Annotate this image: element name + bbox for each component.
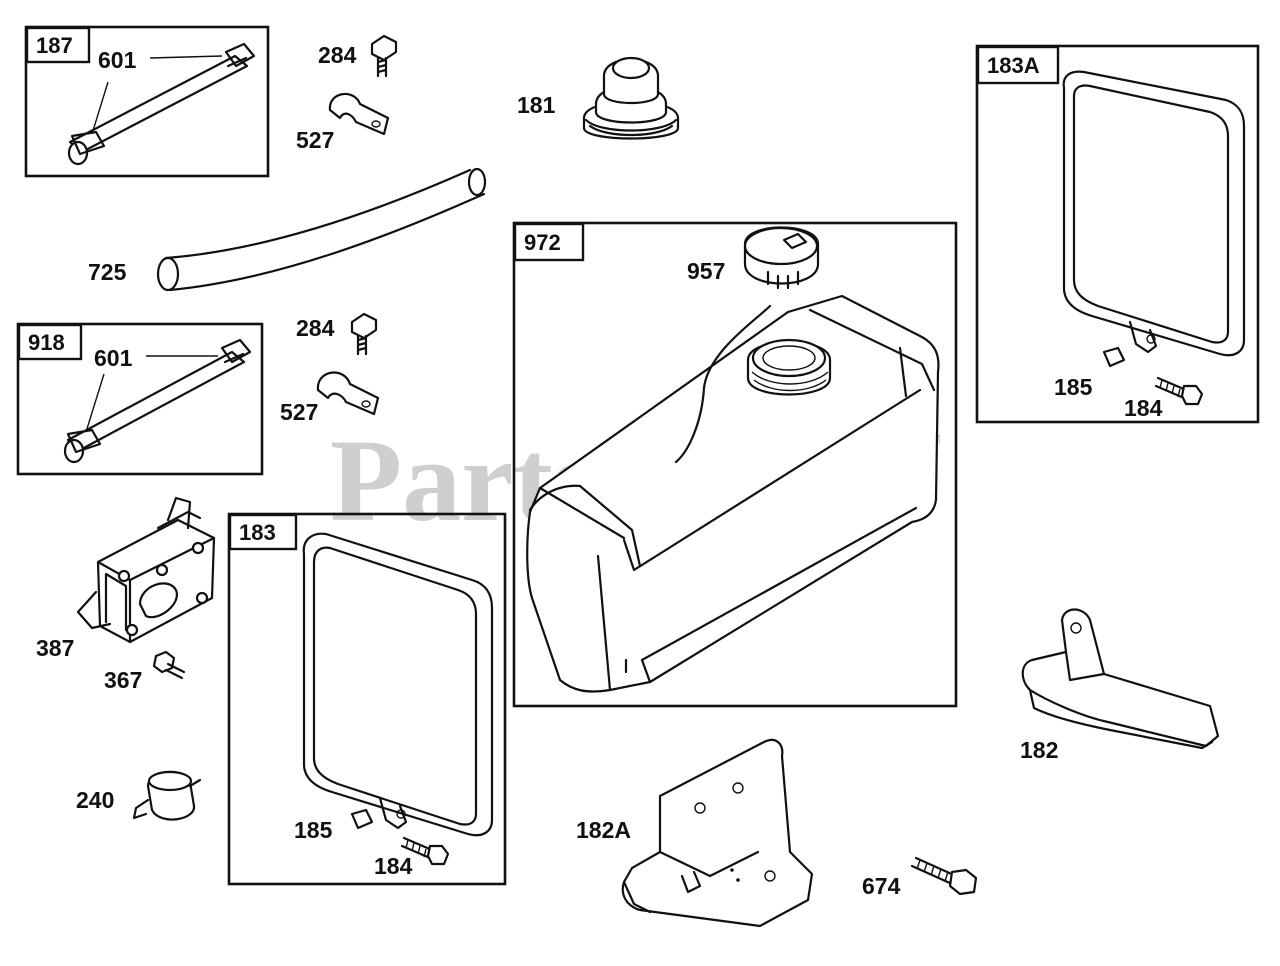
group-183-frame xyxy=(227,512,507,886)
fuel-filter-240[interactable] xyxy=(132,770,202,821)
callout-387: 387 xyxy=(36,635,74,661)
bolt-184-183A[interactable] xyxy=(1154,376,1204,406)
callout-725: 725 xyxy=(88,259,127,285)
callout-957: 957 xyxy=(687,258,725,284)
group-918-tag xyxy=(17,323,83,361)
group-183[interactable]: 183 185 184 xyxy=(227,512,507,886)
callout-185-183: 185 xyxy=(294,817,333,843)
fuel-tank[interactable] xyxy=(526,294,940,693)
screw-367[interactable] xyxy=(152,650,186,680)
callout-184-183: 184 xyxy=(374,853,413,879)
group-187-frame xyxy=(24,25,270,178)
callout-185-183A: 185 xyxy=(1054,374,1093,400)
group-187-label: 187 xyxy=(36,33,73,58)
group-972-tag xyxy=(513,222,585,262)
callout-674: 674 xyxy=(862,873,901,899)
group-972-frame xyxy=(512,221,958,708)
group-183A[interactable]: 183A 185 184 xyxy=(975,44,1260,424)
tank-strap-183A[interactable] xyxy=(1062,70,1246,357)
group-187[interactable]: 187 601 xyxy=(24,25,270,178)
bolt-674[interactable] xyxy=(910,856,978,896)
screw-284-top[interactable] xyxy=(370,34,398,78)
nut-185-183[interactable] xyxy=(350,808,374,830)
bracket-182[interactable] xyxy=(1021,608,1220,750)
nut-185-183A[interactable] xyxy=(1102,346,1126,368)
callout-240: 240 xyxy=(76,787,114,813)
group-183A-label: 183A xyxy=(987,53,1040,78)
fuel-line-assembly-187[interactable] xyxy=(67,42,256,166)
group-183A-frame xyxy=(975,44,1260,424)
callout-284-bottom: 284 xyxy=(296,315,335,341)
group-972[interactable]: 972 957 xyxy=(512,221,958,708)
group-183-label: 183 xyxy=(239,520,276,545)
group-918-frame xyxy=(16,322,264,476)
group-972-label: 972 xyxy=(524,230,561,255)
callout-601-bottom: 601 xyxy=(94,345,133,371)
callout-601-top: 601 xyxy=(98,47,137,73)
fuel-line-assembly-918[interactable] xyxy=(63,338,252,464)
callout-367: 367 xyxy=(104,667,142,693)
group-187-tag xyxy=(25,26,91,64)
screw-284-bottom[interactable] xyxy=(350,312,378,356)
callout-527-top: 527 xyxy=(296,127,334,153)
callout-284-top: 284 xyxy=(318,42,357,68)
group-918[interactable]: 918 601 xyxy=(16,322,264,476)
tank-strap-183[interactable] xyxy=(302,532,494,837)
fuel-line-725[interactable] xyxy=(156,167,487,292)
callout-182A: 182A xyxy=(576,817,631,843)
group-183-tag xyxy=(228,513,298,551)
fuel-cap-957[interactable] xyxy=(743,226,820,290)
clamp-527-bottom[interactable] xyxy=(316,371,380,416)
group-183A-tag xyxy=(976,45,1060,85)
callout-181: 181 xyxy=(517,92,556,118)
callout-527-bottom: 527 xyxy=(280,399,318,425)
clamp-527-top[interactable] xyxy=(328,93,390,136)
callout-184-183A: 184 xyxy=(1124,395,1163,421)
cap-181[interactable] xyxy=(582,56,680,140)
bolt-184-183[interactable] xyxy=(400,836,450,866)
bracket-182A[interactable] xyxy=(621,738,814,928)
group-918-label: 918 xyxy=(28,330,65,355)
callout-182: 182 xyxy=(1020,737,1058,763)
fuel-pump-387[interactable] xyxy=(76,496,216,644)
